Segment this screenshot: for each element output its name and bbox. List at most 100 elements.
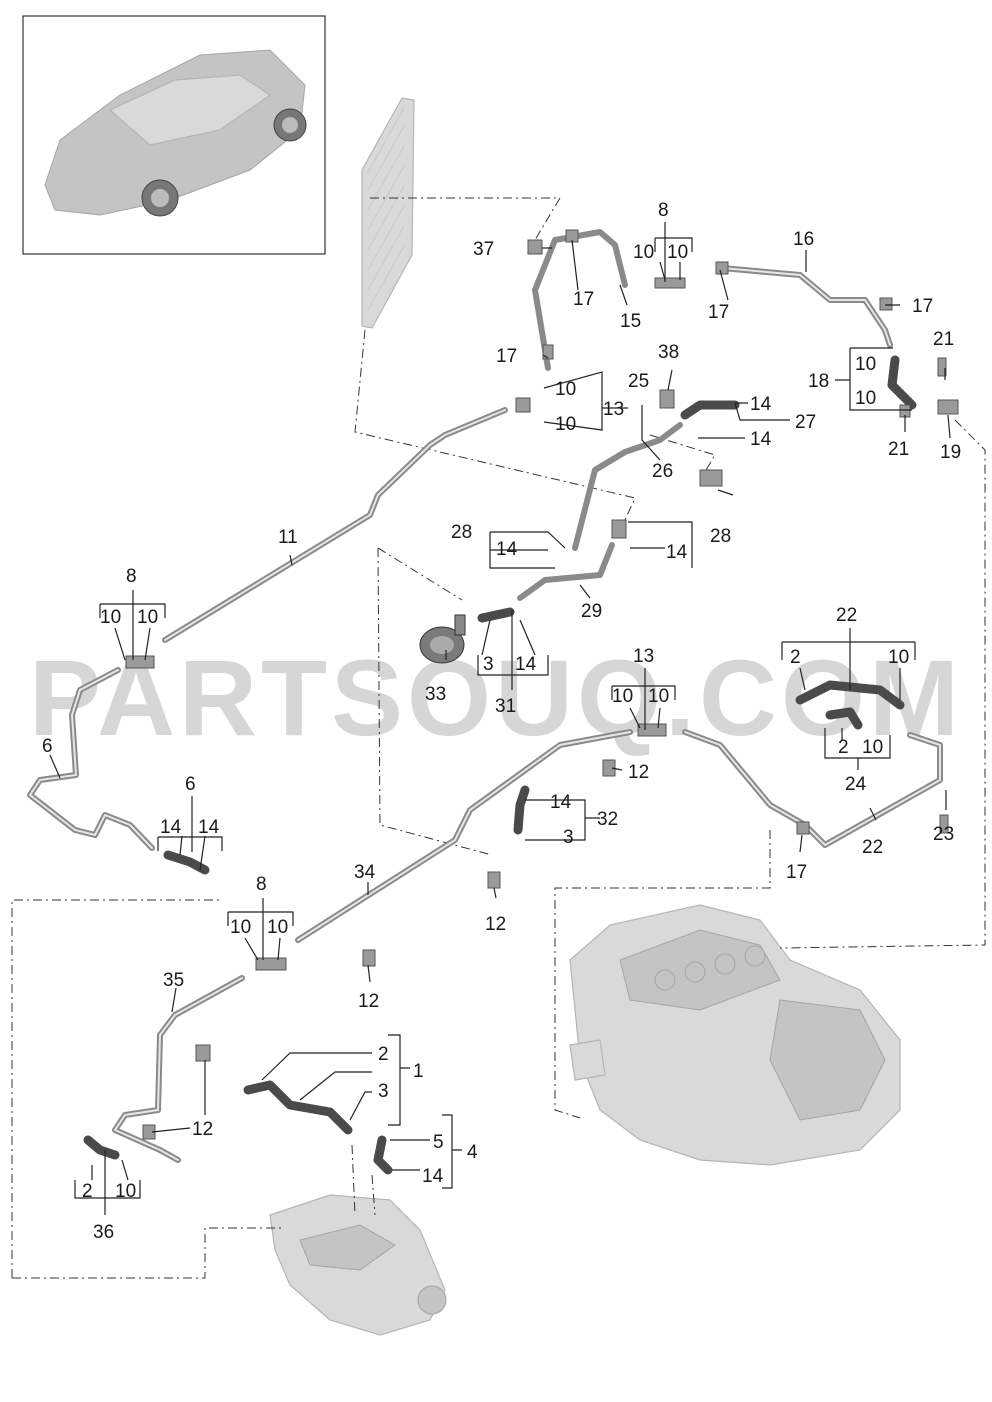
hose-27 xyxy=(680,400,740,420)
pipe-26 xyxy=(572,422,683,551)
callout-13: 13 xyxy=(603,399,624,420)
callout-18: 18 xyxy=(808,371,829,392)
callout-17: 17 xyxy=(496,346,517,367)
callout-2: 2 xyxy=(838,737,849,758)
hose-24 xyxy=(825,707,863,730)
callout-11: 11 xyxy=(278,527,298,548)
callout-17: 17 xyxy=(573,289,594,310)
callout-1: 1 xyxy=(413,1061,424,1082)
callout-14: 14 xyxy=(666,542,688,563)
callout-10: 10 xyxy=(855,354,876,375)
callout-10: 10 xyxy=(862,737,883,758)
callout-33: 34 xyxy=(354,862,376,883)
callout-14: 14 xyxy=(422,1166,444,1187)
callout-9: 8 xyxy=(126,566,137,587)
transmission xyxy=(269,1194,447,1336)
callout-15: 15 xyxy=(620,311,641,332)
callout-10: 10 xyxy=(555,414,576,435)
callout-17: 17 xyxy=(708,302,729,323)
callout-10: 10 xyxy=(555,379,576,400)
callout-27: 27 xyxy=(795,412,816,433)
callout-12: 12 xyxy=(358,991,379,1012)
water-pump-32 xyxy=(419,614,466,664)
clamp-37 xyxy=(699,469,723,487)
pipe-29 xyxy=(517,542,615,601)
vehicle-thumbnail xyxy=(22,15,326,255)
hose-6 xyxy=(163,850,210,875)
callout-10: 10 xyxy=(115,1181,136,1202)
callout-10: 10 xyxy=(612,686,633,707)
callout-10: 10 xyxy=(230,917,251,938)
leader-lines xyxy=(49,222,951,1215)
callout-12: 12 xyxy=(485,914,506,935)
callout-3: 3 xyxy=(563,827,574,848)
callout-29: 29 xyxy=(581,601,602,622)
callout-28: 28 xyxy=(710,526,731,547)
callout-20: 21 xyxy=(933,329,954,350)
hose-31 xyxy=(513,785,530,835)
callout-30: 31 xyxy=(495,696,516,717)
callout-12: 12 xyxy=(628,762,649,783)
callout-25: 25 xyxy=(628,371,649,392)
callout-24: 24 xyxy=(845,774,867,795)
callout-14: 14 xyxy=(515,654,537,675)
callout-35: 36 xyxy=(93,1222,114,1243)
callout-12: 12 xyxy=(192,1119,213,1140)
callout-2: 2 xyxy=(790,647,801,668)
callout-8: 6 xyxy=(42,736,53,757)
callout-21: 22 xyxy=(836,605,857,626)
callout-13: 13 xyxy=(633,646,654,667)
callout-10: 10 xyxy=(267,917,288,938)
callout-14: 14 xyxy=(750,394,772,415)
callout-10: 10 xyxy=(137,607,158,628)
callout-36: 37 xyxy=(473,239,494,260)
callout-6: 6 xyxy=(185,774,196,795)
callout-20: 21 xyxy=(888,439,909,460)
callout-3: 3 xyxy=(483,654,494,675)
callout-17: 17 xyxy=(786,862,807,883)
hose-18 xyxy=(887,355,917,410)
callout-10: 10 xyxy=(888,647,909,668)
callout-28: 28 xyxy=(451,522,472,543)
callout-34: 35 xyxy=(163,970,184,991)
clip-38 xyxy=(659,389,675,409)
engine-block xyxy=(569,904,901,1166)
callout-26: 26 xyxy=(652,461,673,482)
hose-4 xyxy=(373,1135,393,1175)
callout-31: 32 xyxy=(597,809,618,830)
callout-14: 14 xyxy=(160,817,182,838)
callout-16: 16 xyxy=(793,229,814,250)
hose-21 xyxy=(795,680,905,710)
callout-10: 10 xyxy=(855,388,876,409)
pipe-34 xyxy=(112,975,245,1163)
callout-32: 33 xyxy=(425,684,446,705)
hose-35 xyxy=(83,1135,120,1160)
callout-9: 8 xyxy=(658,200,669,221)
callout-10: 10 xyxy=(633,242,654,263)
callout-4: 4 xyxy=(467,1142,478,1163)
radiator xyxy=(361,97,415,329)
callout-3: 3 xyxy=(378,1081,389,1102)
clip-36 xyxy=(527,239,543,255)
hose-1 xyxy=(243,1080,353,1135)
rubber-hoses xyxy=(83,355,917,1175)
components xyxy=(125,229,959,1140)
callout-10: 10 xyxy=(667,242,688,263)
callout-17: 17 xyxy=(912,296,933,317)
callout-22: 22 xyxy=(862,837,883,858)
callout-23: 23 xyxy=(933,824,954,845)
callout-2: 2 xyxy=(378,1044,389,1065)
callout-38: 38 xyxy=(658,342,679,363)
callout-14: 14 xyxy=(496,539,518,560)
callout-9: 8 xyxy=(256,874,267,895)
callout-14: 14 xyxy=(750,429,772,450)
hose-30 xyxy=(477,607,515,623)
callout-5: 5 xyxy=(433,1132,444,1153)
callout-labels: 37 8 10 10 16 17 15 17 17 21 17 38 10 18… xyxy=(42,200,961,1243)
connection-lines xyxy=(11,197,986,1279)
callout-10: 10 xyxy=(648,686,669,707)
callout-19: 19 xyxy=(940,442,961,463)
callout-2: 2 xyxy=(82,1181,93,1202)
callout-14: 14 xyxy=(550,792,572,813)
